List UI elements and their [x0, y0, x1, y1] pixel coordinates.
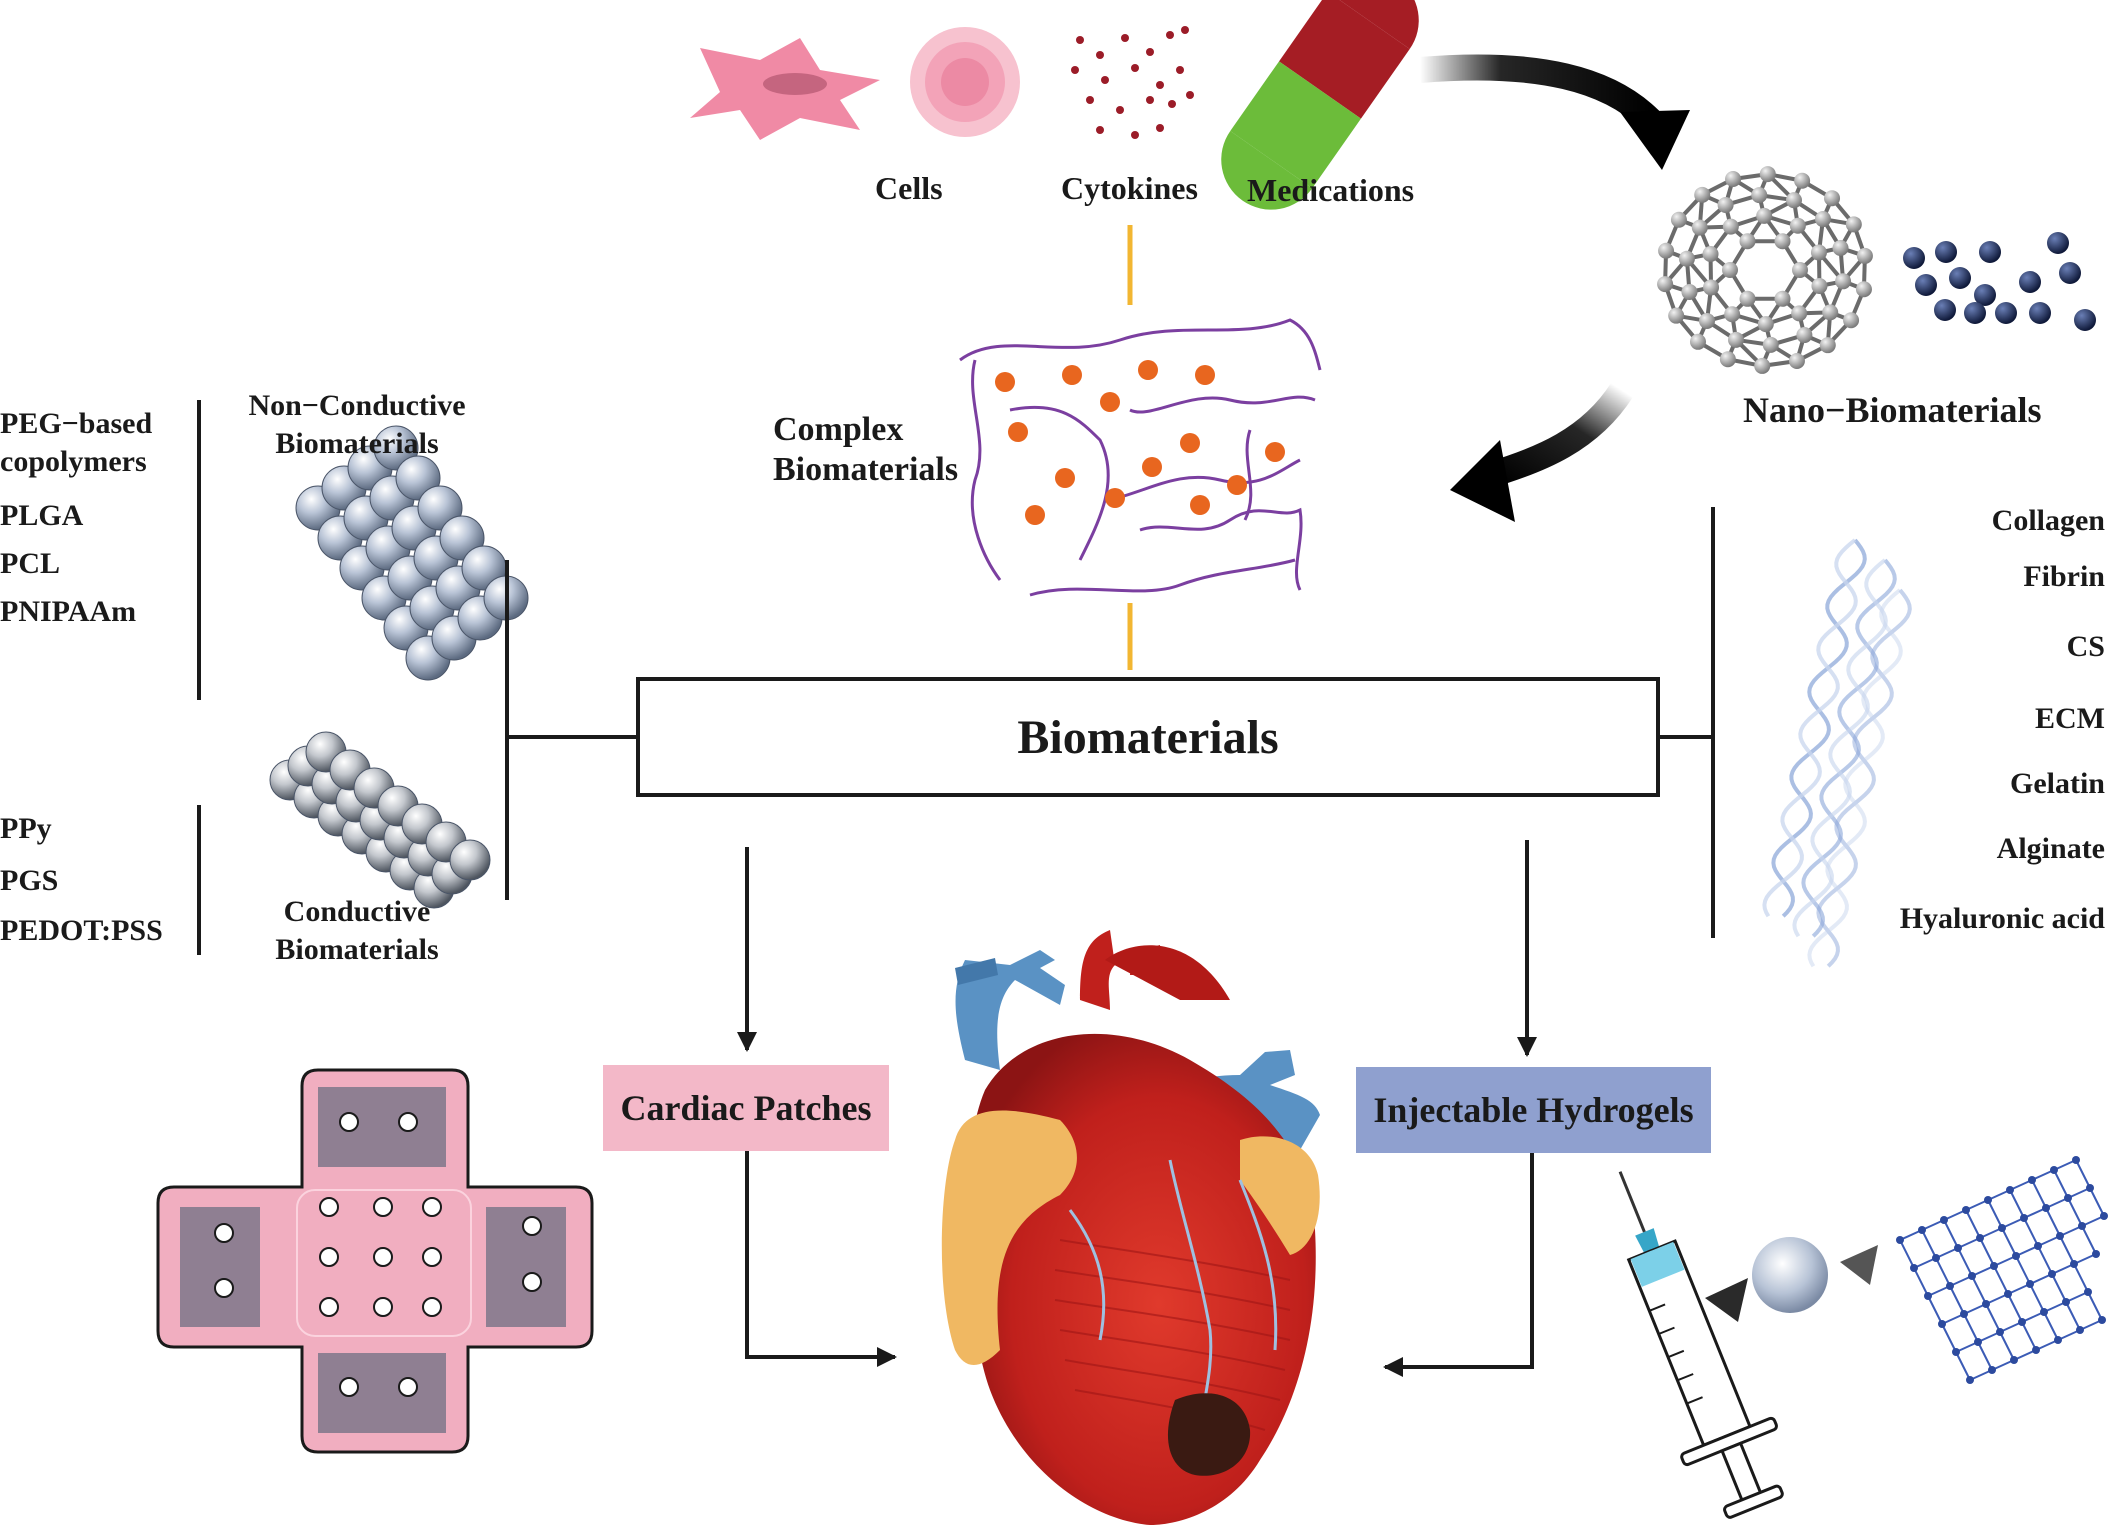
polymer-pnipaam: PNIPAAm — [0, 595, 137, 628]
polymer-network-icon — [959, 318, 1322, 597]
polymer-pcl: PCL — [0, 547, 60, 580]
polymer-plga: PLGA — [0, 499, 84, 532]
natural-collagen: Collagen — [1991, 504, 2105, 537]
curved-arrow-to-complex — [1450, 382, 1633, 522]
conductive-ppy: PPy — [0, 812, 52, 845]
collagen-helix-icon — [1762, 538, 1912, 968]
conductive-pedot: PEDOT:PSS — [0, 914, 163, 947]
natural-alginate: Alginate — [1996, 832, 2105, 865]
patch-holes-icon — [214, 1112, 542, 1397]
complex-biomaterials-line1: Complex — [773, 411, 904, 448]
biomaterials-box: Biomaterials — [1017, 710, 1279, 764]
fibroblast-cell-icon — [690, 38, 880, 140]
conductive-title-line2: Biomaterials — [275, 933, 439, 966]
syringe-to-bubble-arrow — [1705, 1278, 1748, 1322]
conductive-title-line1: Conductive — [283, 895, 431, 928]
polymer-peg-line2: copolymers — [0, 445, 147, 478]
heart-icon — [941, 930, 1320, 1525]
medication-pill-icon — [1221, 0, 1419, 210]
complex-biomaterials-line2: Biomaterials — [773, 451, 959, 488]
flow-arrows — [737, 840, 1537, 1377]
non-conductive-title-line1: Non−Conductive — [248, 389, 466, 422]
bubble-to-network-arrow — [1840, 1245, 1878, 1285]
biomaterials-box-frame — [636, 677, 1660, 797]
left-bracket — [197, 400, 638, 955]
nano-biomaterials-label: Nano−Biomaterials — [1743, 390, 2042, 430]
polymer-peg-line1: PEG−based — [0, 407, 153, 440]
cytokines-label: Cytokines — [1061, 170, 1198, 206]
right-bracket — [1658, 507, 1715, 938]
medications-label: Medications — [1247, 172, 1415, 208]
cytokines-icon — [1071, 26, 1194, 139]
curved-arrow-to-nano — [1418, 54, 1690, 170]
nanoparticles-icon — [1903, 232, 2096, 331]
loaded-particles-icon — [995, 360, 1285, 525]
conductive-spheres-icon — [269, 731, 491, 909]
natural-hyaluronic-acid: Hyaluronic acid — [1899, 902, 2105, 935]
non-conductive-title-line2: Biomaterials — [275, 427, 439, 460]
natural-ecm: ECM — [2035, 702, 2105, 735]
syringe-icon — [1618, 1171, 1784, 1519]
injectable-hydrogels-box: Injectable Hydrogels — [1356, 1067, 1711, 1153]
conductive-pgs: PGS — [0, 864, 59, 897]
hydrogel-network-icon — [1896, 1156, 2108, 1384]
fullerene-cage-icon — [1657, 166, 1873, 374]
round-cell-icon — [910, 27, 1020, 137]
natural-cs: CS — [2066, 630, 2105, 663]
natural-gelatin: Gelatin — [2010, 767, 2105, 800]
non-conductive-spheres-icon — [295, 425, 529, 681]
cells-label: Cells — [875, 170, 943, 206]
natural-fibrin: Fibrin — [2023, 560, 2105, 593]
cardiac-patches-box: Cardiac Patches — [603, 1065, 889, 1151]
hydrogel-droplet-icon — [1752, 1237, 1828, 1313]
